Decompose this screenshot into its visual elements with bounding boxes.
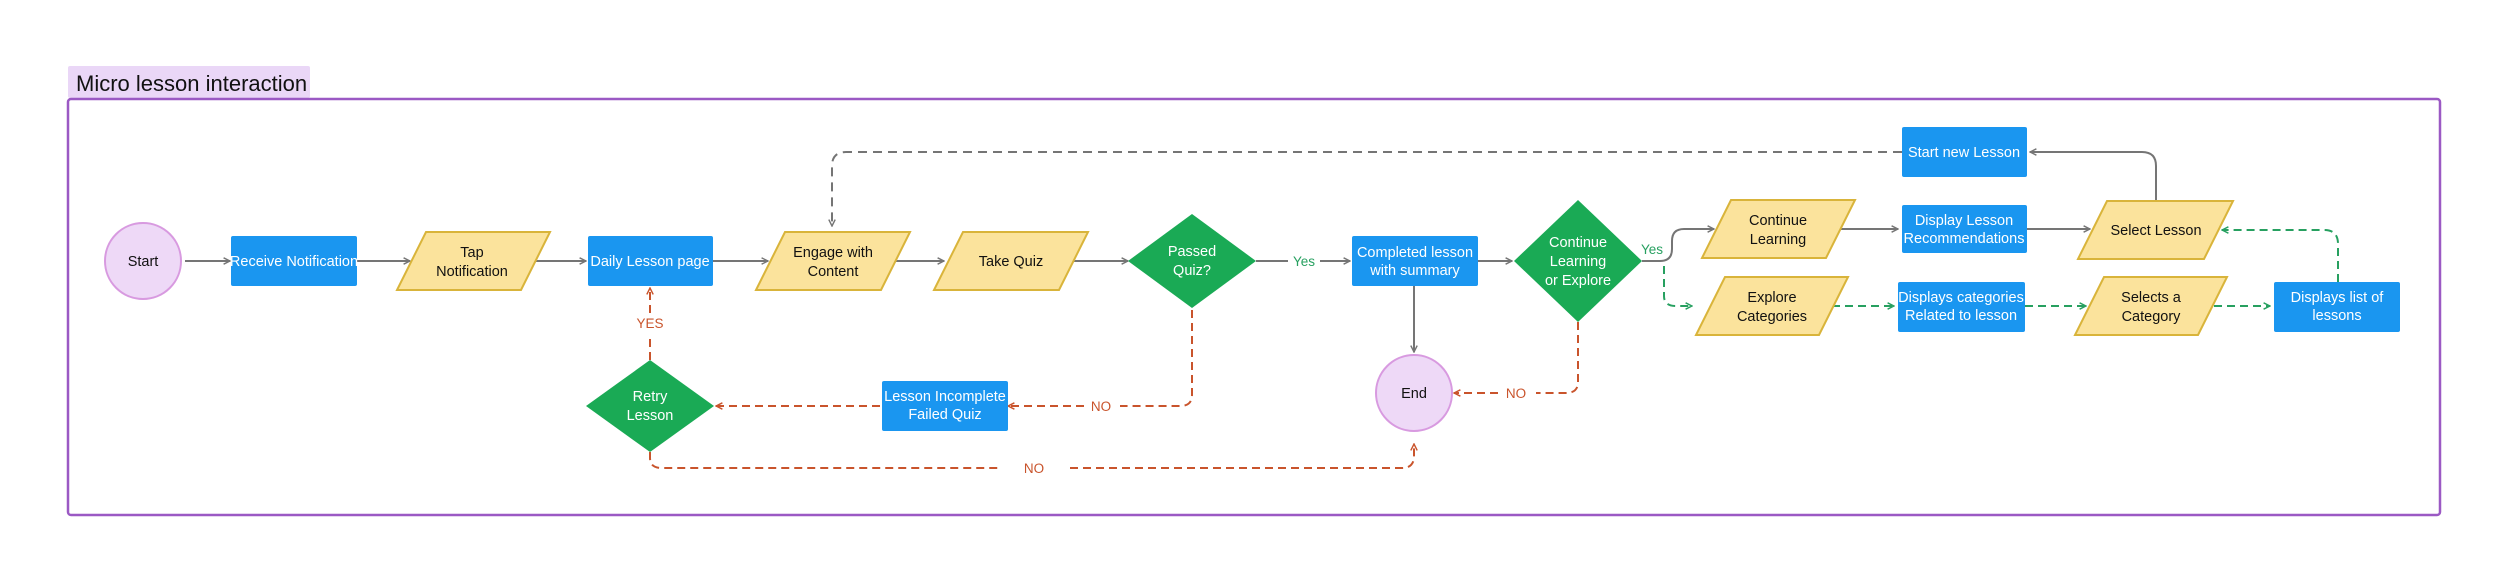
passed-quiz-label-line1: Passed xyxy=(1168,244,1216,260)
lesson-incomplete-node[interactable]: Lesson Incomplete Failed Quiz xyxy=(882,381,1008,431)
displays-categories-node[interactable]: Displays categories Related to lesson xyxy=(1898,282,2025,332)
start-new-lesson-label: Start new Lesson xyxy=(1908,145,2020,161)
continue-or-explore-label-line3: or Explore xyxy=(1545,273,1611,289)
edge-displays-list-lessons-to-select-lesson xyxy=(2222,230,2339,282)
lesson-incomplete-label-line2: Failed Quiz xyxy=(908,407,981,423)
continue-or-explore-label-line2: Learning xyxy=(1550,254,1606,270)
displays-categories-label-line1: Displays categories xyxy=(1898,290,2024,306)
start-node-label: Start xyxy=(128,254,159,270)
take-quiz-label: Take Quiz xyxy=(979,254,1043,270)
continue-learning-label-line1: Continue xyxy=(1749,213,1807,229)
edge-label-retry-no: NO xyxy=(1024,461,1044,476)
tap-notification-label-line1: Tap xyxy=(460,245,483,261)
edge-continue-or-explore-to-continue-learning xyxy=(1642,229,1714,262)
receive-notification-node[interactable]: Receive Notification xyxy=(230,236,358,286)
lesson-incomplete-label-line1: Lesson Incomplete xyxy=(884,389,1006,405)
displays-list-lessons-label-line1: Displays list of xyxy=(2291,290,2385,306)
engage-with-content-label-line1: Engage with xyxy=(793,245,873,261)
edge-label-continue-no: NO xyxy=(1506,386,1526,401)
frame-title: Micro lesson interaction xyxy=(76,71,307,96)
start-node[interactable]: Start xyxy=(104,222,182,300)
display-recommendations-label-line2: Recommendations xyxy=(1904,231,2025,247)
end-node-label: End xyxy=(1401,386,1427,402)
displays-list-lessons-label-line2: lessons xyxy=(2312,308,2361,324)
select-lesson-node[interactable]: Select Lesson xyxy=(2076,200,2235,260)
explore-categories-node[interactable]: Explore Categories xyxy=(1694,276,1850,336)
edge-passed-quiz-to-lesson-incomplete xyxy=(1008,310,1193,406)
edge-start-new-lesson-to-engage-with-content xyxy=(832,151,1902,226)
daily-lesson-page-label: Daily Lesson page xyxy=(590,254,709,270)
retry-lesson-decision[interactable]: Retry Lesson xyxy=(586,360,714,452)
tap-notification-node[interactable]: Tap Notification xyxy=(395,231,552,291)
frame-title-background xyxy=(68,66,310,98)
tap-notification-label-line2: Notification xyxy=(436,264,508,280)
take-quiz-node[interactable]: Take Quiz xyxy=(932,231,1090,291)
retry-lesson-label-line1: Retry xyxy=(633,389,668,405)
select-lesson-label: Select Lesson xyxy=(2110,223,2201,239)
edges-layer: Yes Yes NO YES NO NO xyxy=(185,151,2339,476)
displays-categories-label-line2: Related to lesson xyxy=(1905,308,2017,324)
explore-categories-label-line2: Categories xyxy=(1737,309,1807,325)
edge-label-continue-yes: Yes xyxy=(1641,242,1663,257)
explore-categories-label-line1: Explore xyxy=(1747,290,1796,306)
continue-learning-label-line2: Learning xyxy=(1750,232,1806,248)
completed-lesson-node[interactable]: Completed lesson with summary xyxy=(1352,236,1478,286)
retry-lesson-label-line2: Lesson xyxy=(627,408,674,424)
continue-or-explore-decision[interactable]: Continue Learning or Explore xyxy=(1514,200,1642,322)
frame-border xyxy=(66,97,2442,517)
start-new-lesson-node[interactable]: Start new Lesson xyxy=(1902,127,2027,177)
passed-quiz-decision[interactable]: Passed Quiz? xyxy=(1128,214,1256,308)
engage-with-content-node[interactable]: Engage with Content xyxy=(754,231,912,291)
selects-category-label-line1: Selects a xyxy=(2121,290,2182,306)
edge-label-retry-yes: YES xyxy=(636,316,663,331)
selects-category-node[interactable]: Selects a Category xyxy=(2073,276,2229,336)
continue-learning-node[interactable]: Continue Learning xyxy=(1700,199,1857,259)
edge-label-passed-yes: Yes xyxy=(1293,254,1315,269)
selects-category-label-line2: Category xyxy=(2122,309,2182,325)
nodes-layer: Start End Receive Notification Daily Les… xyxy=(104,127,2400,452)
edge-select-lesson-to-start-new-lesson xyxy=(2030,152,2157,201)
completed-lesson-label-line2: with summary xyxy=(1369,263,1460,279)
display-recommendations-node[interactable]: Display Lesson Recommendations xyxy=(1902,205,2027,253)
receive-notification-label: Receive Notification xyxy=(230,254,358,270)
displays-list-lessons-node[interactable]: Displays list of lessons xyxy=(2274,282,2400,332)
display-recommendations-label-line1: Display Lesson xyxy=(1915,213,2013,229)
edge-label-passed-no: NO xyxy=(1091,399,1111,414)
edge-continue-or-explore-to-end xyxy=(1454,322,1579,393)
daily-lesson-page-node[interactable]: Daily Lesson page xyxy=(588,236,713,286)
continue-or-explore-label-line1: Continue xyxy=(1549,235,1607,251)
edge-continue-or-explore-to-explore-categories xyxy=(1663,266,1692,306)
passed-quiz-label-line2: Quiz? xyxy=(1173,263,1211,279)
end-node[interactable]: End xyxy=(1375,354,1453,432)
engage-with-content-label-line2: Content xyxy=(808,264,859,280)
completed-lesson-label-line1: Completed lesson xyxy=(1357,245,1473,261)
edge-retry-lesson-to-end xyxy=(649,444,1414,469)
